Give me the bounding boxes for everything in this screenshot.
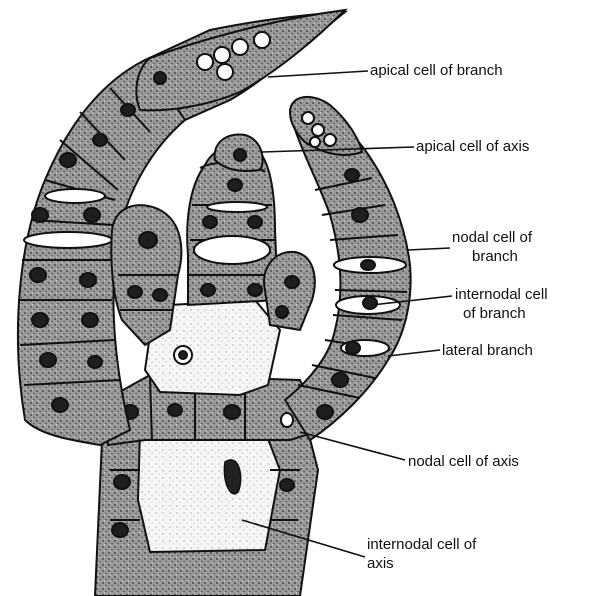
leader-nodal-cell-of-axis (300, 432, 405, 460)
left-lateral-bud (111, 205, 181, 345)
label-internodal-cell-of-axis: internodal cell of axis (367, 535, 476, 573)
label-apical-cell-of-axis: apical cell of axis (416, 137, 529, 156)
label-nodal-cell-of-axis: nodal cell of axis (408, 452, 519, 471)
label-internodal-cell-of-axis-line2: axis (367, 554, 476, 573)
apical-cell-of-axis (215, 134, 263, 171)
leader-nodal-cell-of-branch (408, 248, 450, 250)
label-internodal-cell-of-axis-line1: internodal cell of (367, 535, 476, 554)
label-internodal-cell-of-branch: internodal cell of branch (455, 285, 548, 323)
label-nodal-cell-of-branch-line2: branch (452, 247, 532, 266)
label-nodal-cell-of-branch: nodal cell of branch (452, 228, 532, 266)
label-internodal-cell-of-branch-line1: internodal cell (455, 285, 548, 304)
right-lateral-bud (264, 252, 315, 330)
label-nodal-cell-of-branch-line1: nodal cell of (452, 228, 532, 247)
label-internodal-cell-of-branch-line2: of branch (455, 304, 548, 323)
label-lateral-branch: lateral branch (442, 341, 533, 360)
leader-apical-cell-of-branch (268, 71, 368, 77)
label-apical-cell-of-branch: apical cell of branch (370, 61, 503, 80)
leader-lateral-branch (388, 350, 440, 356)
